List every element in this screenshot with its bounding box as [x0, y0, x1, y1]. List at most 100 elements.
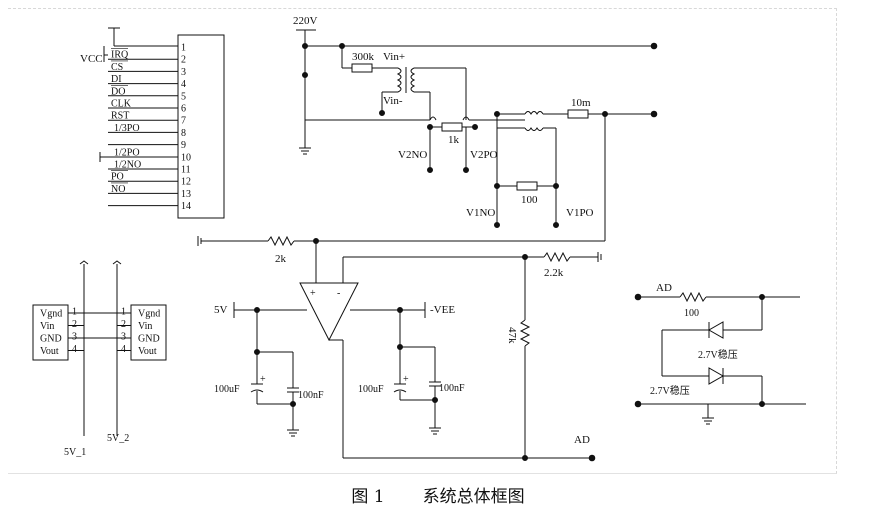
resistor-47k-label: 47k — [506, 327, 518, 344]
cap-100uf-2-label: 100uF — [358, 384, 384, 395]
chip-pin-number: 8 — [181, 128, 186, 139]
sensor-5v1-label: 5V_1 — [64, 447, 86, 458]
terminal-dot — [494, 222, 500, 228]
5v-label: 5V — [214, 304, 228, 316]
cap-100uf-1-label: 100uF — [214, 384, 240, 395]
chip-pin-number: 3 — [181, 67, 186, 78]
sensor-pin-number: 2 — [72, 319, 77, 330]
chip-pin-label: CS — [111, 62, 123, 73]
junction-dot — [494, 183, 500, 189]
zener-clamp: AD 100 2.7V稳压 2.7V稳压 — [634, 282, 806, 425]
chip-pin-number: 13 — [181, 189, 191, 200]
terminal-dot — [650, 42, 658, 50]
chip-pin-label: RST — [111, 111, 129, 122]
sensor-2-box — [130, 304, 167, 361]
vin-minus-label: Vin- — [383, 95, 403, 107]
ad-output-label: AD — [574, 434, 590, 446]
cap-plus-label: + — [403, 374, 409, 385]
sensor-pin-label: Vout — [40, 346, 59, 357]
resistor-1k-label: 1k — [448, 134, 460, 146]
chip-pin-number: 10 — [181, 152, 191, 163]
resistor-10m-label: 10m — [571, 97, 591, 109]
sensor-pin-number: 4 — [121, 344, 126, 355]
opamp-minus-label: - — [337, 288, 340, 299]
chip-pin-number: 2 — [181, 55, 186, 66]
sensor-pin-label: Vout — [138, 346, 157, 357]
junction-dot — [472, 124, 478, 130]
chip-pin-label: DO — [111, 86, 125, 97]
chip-pin-number: 1 — [181, 43, 186, 54]
ic-chip: 12 IRQ 3 CS 4 DI 5 DO 6 CLK 7 RST 8 1/3PO 910 1/2PO 11 1/… — [80, 27, 225, 219]
chip-pin-label: PO — [111, 172, 124, 183]
supply-220v-label: 220V — [293, 15, 318, 27]
circuit-schematic: 12IRQ3CS4DI5DO6CLK7RST81/3PO9101/2PO111/… — [32, 15, 806, 462]
resistor-100-ad-label: 100 — [684, 308, 699, 319]
opamp-section: 2k + - 2.2k 47k AD 5V — [197, 235, 602, 462]
shunt-1k: 1k V2NO V2PO — [398, 111, 525, 173]
vin-plus-label: Vin+ — [383, 51, 405, 63]
junction-dot — [290, 401, 296, 407]
chip-pin-label: IRQ — [111, 50, 129, 61]
sensor-pin-label: GND — [40, 334, 62, 345]
terminal-dot — [463, 167, 469, 173]
v1po-label: V1PO — [566, 207, 594, 219]
zener-1-label: 2.7V稳压 — [698, 348, 738, 361]
terminal-dot — [650, 110, 658, 118]
vee-label: -VEE — [430, 304, 455, 316]
chip-pin-label: 1/2PO — [114, 147, 140, 158]
transformer-section: 300k Vin+ Vin- — [339, 43, 467, 120]
figure-caption: 图 1 系统总体框图 — [0, 482, 876, 507]
resistor-2k-label: 2k — [275, 253, 287, 265]
sensor-pin-number: 1 — [121, 307, 126, 318]
junction-dot — [302, 72, 308, 78]
terminal-dot — [588, 454, 596, 462]
chip-pin-number: 4 — [181, 79, 186, 90]
sensor-pin-number: 1 — [72, 307, 77, 318]
chip-pin-number: 7 — [181, 116, 186, 127]
chip-pin-number: 6 — [181, 104, 186, 115]
figure-number: 图 1 — [351, 487, 385, 507]
sensor-pin-label: Vin — [40, 321, 54, 332]
junction-dot — [522, 455, 528, 461]
chip-pin-label: 1/3PO — [114, 123, 140, 134]
opamp-plus-label: + — [310, 288, 316, 299]
chip-pin-label: 1/2NO — [114, 160, 141, 171]
resistor-100-label: 100 — [521, 194, 538, 206]
current-sense-section: 10m 100 V1NO V1PO — [316, 97, 658, 242]
sensor-pin-number: 2 — [121, 319, 126, 330]
chip-pin-number: 5 — [181, 91, 186, 102]
chip-pin-number: 14 — [181, 201, 191, 212]
chip-pin-number: 9 — [181, 140, 186, 151]
chip-pin-label: CLK — [111, 99, 132, 110]
sensor-pin-label: Vgnd — [138, 309, 160, 320]
cap-100nf-2-label: 100nF — [439, 383, 465, 394]
junction-dot — [553, 183, 559, 189]
chip-pin-label: NO — [111, 184, 125, 195]
sensor-pin-label: GND — [138, 334, 160, 345]
figure-title: 系统总体框图 — [422, 487, 525, 507]
ad-input-label: AD — [656, 282, 672, 294]
resistor-2.2k-label: 2.2k — [544, 267, 564, 279]
sensor-pin-label: Vin — [138, 321, 152, 332]
v2no-label: V2NO — [398, 149, 427, 161]
sensor-pin-number: 3 — [121, 332, 126, 343]
chip-pin-label: DI — [111, 74, 122, 85]
junction-dot — [432, 397, 438, 403]
vcc-label: VCC — [80, 53, 103, 65]
supply-220v: 220V — [293, 15, 658, 155]
chip-pin-number: 11 — [181, 165, 191, 176]
cap-plus-label: + — [260, 374, 266, 385]
chip-pin-lines: 12 IRQ 3 CS 4 DI 5 DO 6 CLK 7 RST 8 1/3PO 910 1/2PO 11 1/… — [108, 43, 191, 212]
junction-dot — [302, 43, 308, 49]
cap-100nf-1-label: 100nF — [298, 390, 324, 401]
v2po-label: V2PO — [470, 149, 498, 161]
sensor-pin-label: Vgnd — [40, 309, 62, 320]
terminal-dot — [553, 222, 559, 228]
sensor-1-box — [32, 304, 69, 361]
terminal-dot — [427, 167, 433, 173]
chip-pin-number: 12 — [181, 177, 191, 188]
sensor-pin-number: 4 — [72, 344, 77, 355]
v1no-label: V1NO — [466, 207, 495, 219]
